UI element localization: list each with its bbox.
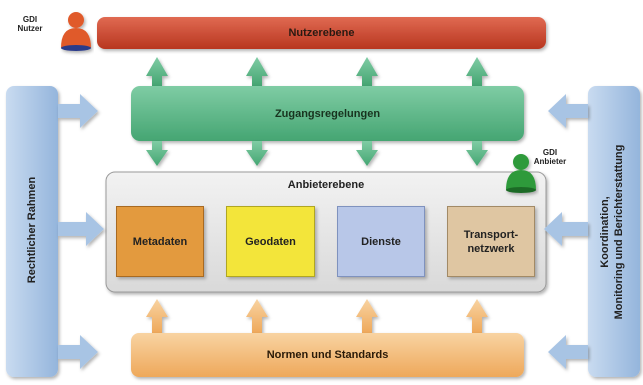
zugangsregelungen-label: Zugangsregelungen	[274, 107, 381, 120]
normen-bar	[131, 333, 524, 377]
orange-arrows	[146, 299, 488, 333]
blue-arrows-left	[58, 94, 104, 369]
provider-person-icon	[506, 154, 536, 193]
anbieterebene-label: Anbieterebene	[287, 179, 365, 191]
gdi-anbieter-label: GDI Anbieter	[533, 148, 567, 166]
user-person-icon	[61, 12, 91, 51]
blue-arrows-right	[544, 94, 588, 369]
koordination-label: Koordination, Monitoring und Berichterst…	[598, 142, 630, 322]
rechtlicher-rahmen-label: Rechtlicher Rahmen	[26, 176, 38, 284]
koordination-line2: Monitoring und Berichterstattung	[613, 144, 625, 320]
anbieterebene-container	[105, 171, 547, 293]
nutzerebene-label: Nutzerebene	[288, 27, 355, 39]
normen-label: Normen und Standards	[266, 349, 389, 361]
rechtlicher-rahmen-bar	[6, 86, 58, 377]
dienste-box: Dienste	[337, 206, 425, 277]
gdi-nutzer-label: GDI Nutzer	[17, 15, 43, 33]
metadaten-box: Metadaten	[116, 206, 204, 277]
green-arrows-top	[146, 57, 488, 86]
koordination-line1: Koordination,	[599, 196, 611, 268]
geodaten-box: Geodaten	[226, 206, 315, 277]
koordination-bar	[588, 86, 640, 377]
zugangsregelungen-bar	[131, 86, 524, 141]
nutzerebene-bar	[97, 17, 546, 49]
transportnetzwerk-box: Transport- netzwerk	[447, 206, 535, 277]
green-arrows-bottom	[146, 141, 488, 166]
